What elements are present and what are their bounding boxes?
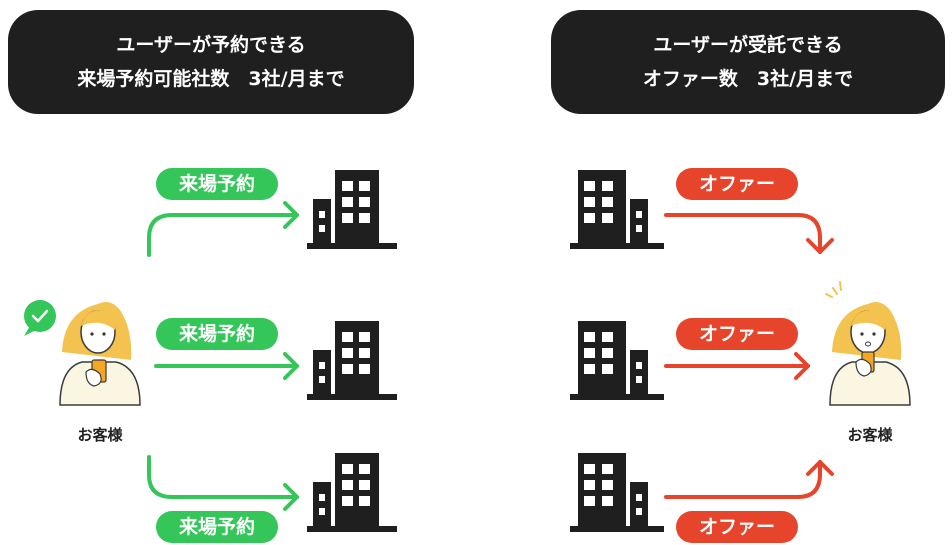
building-icon bbox=[307, 321, 397, 400]
reservation-label: 来場予約 bbox=[156, 168, 278, 200]
reservation-arrow-top bbox=[147, 201, 299, 257]
left-header: ユーザーが予約できる 来場予約可能社数 3社/月まで bbox=[8, 10, 414, 114]
building-icon bbox=[307, 170, 397, 249]
offer-arrow-top bbox=[664, 213, 834, 254]
building-icon bbox=[570, 321, 664, 400]
reservation-label: 来場予約 bbox=[156, 318, 278, 350]
person-illustration bbox=[825, 281, 911, 406]
building-icon bbox=[570, 453, 664, 532]
offer-label: オファー bbox=[676, 511, 798, 543]
offer-label: オファー bbox=[676, 318, 798, 350]
reservation-arrow-middle bbox=[154, 352, 299, 380]
building-icon bbox=[570, 170, 664, 249]
left-header-line1: ユーザーが予約できる bbox=[116, 34, 306, 56]
customer-label: お客様 bbox=[847, 426, 893, 444]
building-icon bbox=[307, 453, 397, 532]
person-illustration bbox=[59, 302, 141, 406]
right-header-line1: ユーザーが受託できる bbox=[653, 34, 843, 56]
right-header: ユーザーが受託できる オファー数 3社/月まで bbox=[551, 10, 945, 114]
offer-arrow-middle bbox=[664, 352, 810, 380]
left-header-line2: 来場予約可能社数 3社/月まで bbox=[77, 68, 345, 90]
right-header-line2: オファー数 3社/月まで bbox=[642, 68, 854, 90]
offer-label: オファー bbox=[676, 168, 798, 200]
offer-arrow-bottom bbox=[664, 460, 834, 499]
customer-label: お客様 bbox=[77, 426, 123, 444]
reservation-label: 来場予約 bbox=[156, 511, 278, 543]
check-bubble-icon bbox=[24, 300, 56, 336]
reservation-arrow-bottom bbox=[147, 455, 299, 511]
